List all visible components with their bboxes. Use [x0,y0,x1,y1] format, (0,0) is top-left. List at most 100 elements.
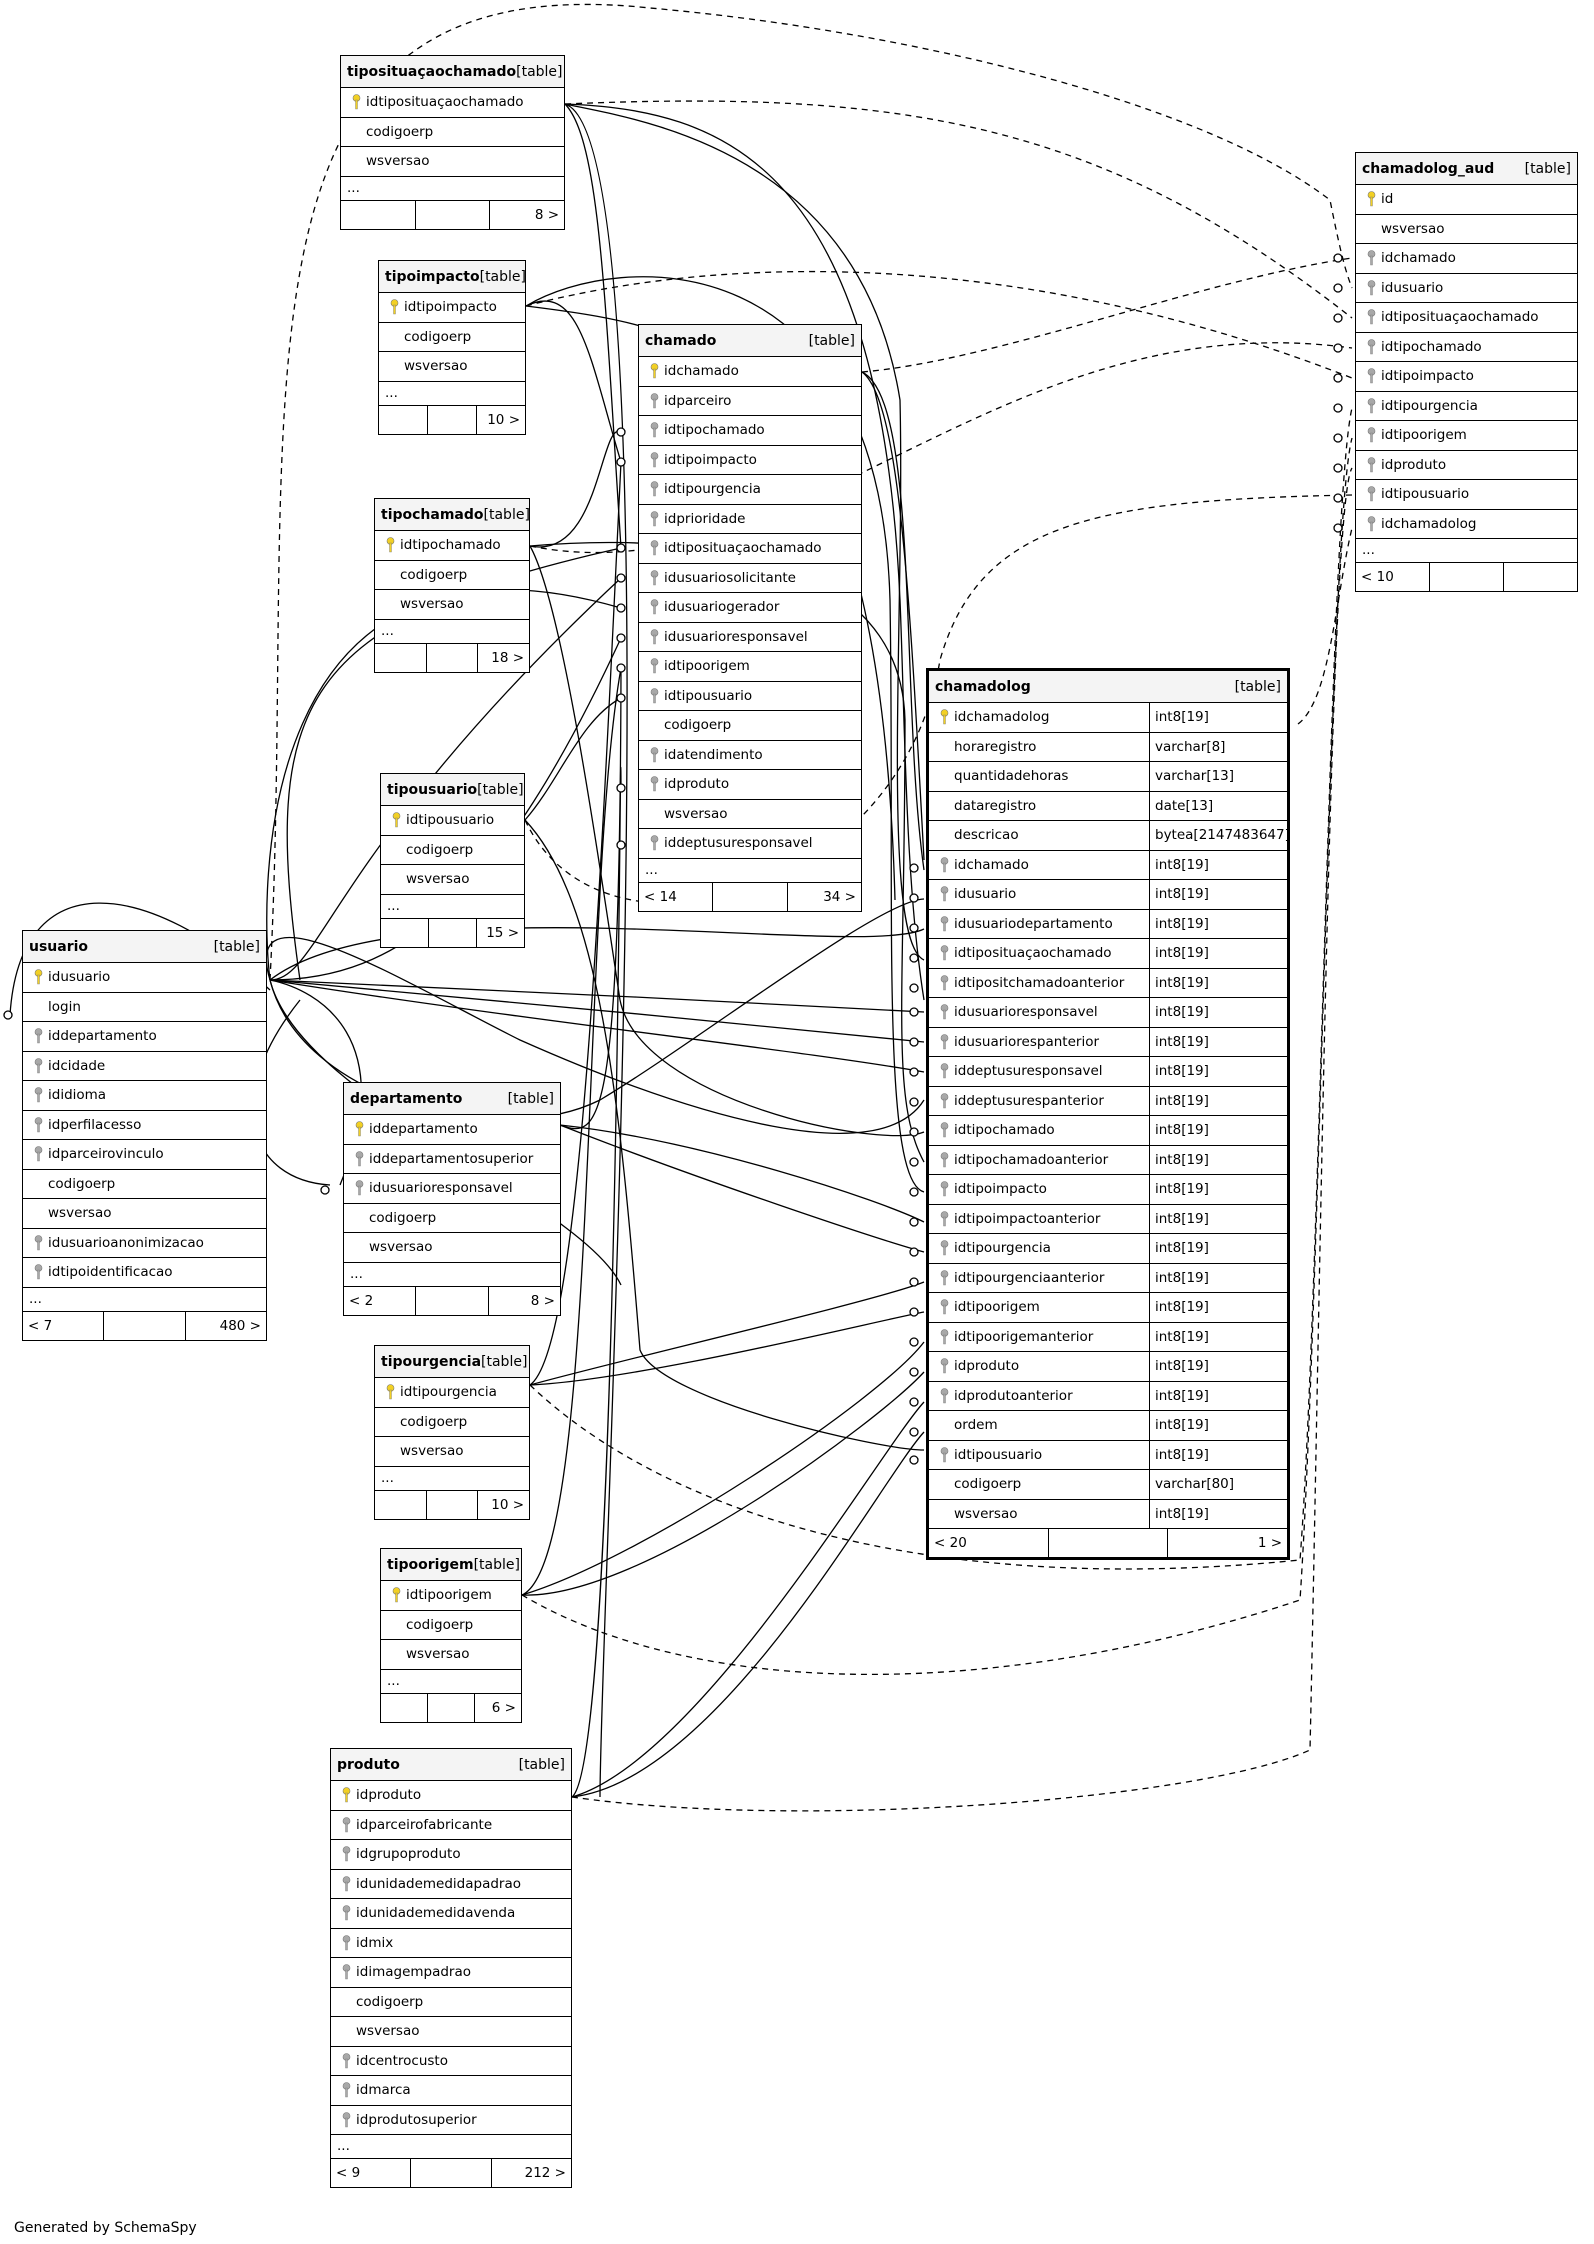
column-row[interactable]: idchamadolog [1356,510,1577,539]
column-row[interactable]: idtiposituaçaochamado [639,534,861,564]
footer-children[interactable]: 34 > [786,882,861,911]
column-row[interactable]: idatendimento [639,741,861,770]
footer-children[interactable]: 6 > [474,1693,521,1722]
footer-children[interactable]: 8 > [487,1286,560,1315]
column-row[interactable]: wsversao [331,2017,571,2047]
column-row[interactable]: idparceirofabricante [331,1811,571,1840]
column-row[interactable]: idusuarioresponsavel [344,1174,560,1204]
column-row[interactable]: idchamado [639,357,861,387]
footer-children[interactable]: 1 > [1167,1529,1287,1557]
footer-parents[interactable]: < 7 [28,1317,53,1334]
column-row[interactable]: idtipoorigem [381,1581,521,1611]
column-row[interactable]: wsversao [639,800,861,829]
footer-children[interactable]: 10 > [476,405,525,434]
column-row[interactable]: wsversao [341,147,564,177]
footer-parents[interactable] [381,1694,427,1722]
column-row[interactable]: wsversao [381,865,524,895]
column-row[interactable]: idtipourgencia [375,1378,529,1408]
column-row[interactable]: login [23,993,266,1022]
footer-children[interactable]: 212 > [490,2159,571,2187]
column-row[interactable]: idtipochamado [375,531,529,561]
column-row[interactable]: id [1356,185,1577,215]
column-row[interactable]: wsversao [375,1437,529,1467]
column-row[interactable]: idusuariosolicitante [639,564,861,593]
column-row[interactable]: idtipochamado [1356,333,1577,362]
column-row[interactable]: codigoerp [23,1170,266,1199]
column-row[interactable]: idtipousuario [639,682,861,711]
column-row[interactable]: idusuario [1356,274,1577,303]
column-row[interactable]: idusuariogerador [639,593,861,623]
column-row[interactable]: idtipoidentificacao [23,1258,266,1288]
footer-parents[interactable] [379,406,427,434]
column-row[interactable]: idimagempadrao [331,1958,571,1988]
column-row[interactable]: codigoerp [344,1204,560,1233]
column-row[interactable]: idparceiro [639,387,861,416]
column-row[interactable]: idproduto [331,1781,571,1811]
column-row[interactable]: wsversao [344,1233,560,1263]
column-row[interactable]: idcentrocusto [331,2047,571,2076]
column-row[interactable]: idperfilacesso [23,1111,266,1140]
column-row[interactable]: idusuario [23,963,266,993]
column-row[interactable]: idtipochamado [639,416,861,446]
column-row[interactable]: idtipousuario [1356,480,1577,510]
footer-parents[interactable] [375,644,426,672]
footer-children[interactable]: 18 > [477,643,529,672]
footer-parents[interactable]: < 14 [644,888,677,905]
footer-children[interactable]: 10 > [477,1490,529,1519]
column-row[interactable]: idparceirovinculo [23,1140,266,1170]
footer-parents[interactable]: < 20 [934,1535,967,1551]
column-row[interactable]: wsversao [23,1199,266,1229]
table-tipositua[interactable]: tiposituaçaochamado[table] idtiposituaça… [340,55,565,230]
column-row[interactable]: idcidade [23,1052,266,1081]
column-row[interactable]: idprodutosuperior [331,2106,571,2135]
footer-children[interactable]: 480 > [184,1311,266,1340]
column-row[interactable]: wsversao [375,590,529,620]
column-row[interactable]: iddepartamento [23,1022,266,1052]
column-row[interactable]: idproduto [639,770,861,800]
column-row[interactable]: codigoerp [375,1408,529,1437]
column-row[interactable]: idtipousuario [381,806,524,836]
column-row[interactable]: idusuarioresponsavel [639,623,861,652]
column-row[interactable]: idmix [331,1929,571,1958]
column-row[interactable]: iddepartamentosuperior [344,1145,560,1174]
column-row[interactable]: idtipoimpacto [1356,362,1577,392]
column-row[interactable]: idtipoorigem [639,652,861,682]
footer-children[interactable]: 8 > [489,200,564,229]
column-row[interactable]: idunidademedidapadrao [331,1870,571,1899]
column-row[interactable]: idtipourgencia [639,475,861,505]
column-row[interactable]: codigoerp [379,323,525,352]
footer-parents[interactable] [375,1491,426,1519]
column-row[interactable]: idtipoorigem [1356,421,1577,451]
column-row[interactable]: codigoerp [639,711,861,741]
column-row[interactable]: iddepartamento [344,1115,560,1145]
column-row[interactable]: ididioma [23,1081,266,1111]
